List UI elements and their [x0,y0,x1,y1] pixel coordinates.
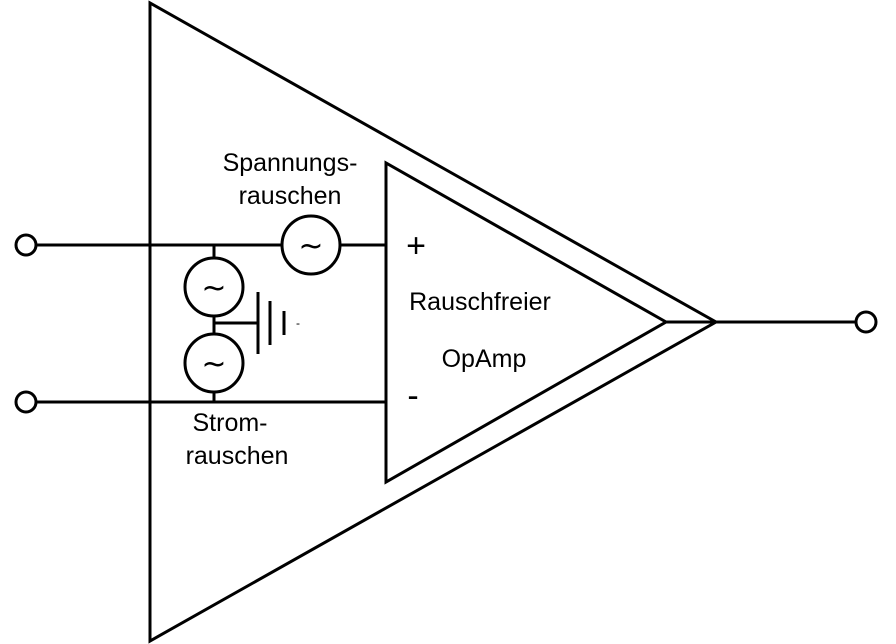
opamp-label-line1: Rauschfreier [409,288,551,316]
input-minus-terminal [14,390,38,414]
minus-sign: - [407,377,418,415]
opamp-label-line2: OpAmp [442,345,527,373]
output-terminal [854,310,878,334]
input-plus-terminal [14,233,38,257]
current-noise-label-line2: rauschen [186,442,289,470]
outer-amplifier-triangle [148,0,720,644]
ground-mark: - [296,316,300,330]
voltage-noise-label-line1: Spannungs- [223,149,358,177]
current-noise-symbol-upper: ~ [201,271,226,306]
voltage-noise-source [280,214,342,276]
plus-sign: + [406,227,426,265]
inner-opamp-triangle [384,160,670,485]
current-noise-label-line1: Strom- [193,409,268,437]
current-noise-symbol-lower: ~ [201,347,226,382]
voltage-noise-label-line2: rauschen [239,182,342,210]
voltage-noise-symbol: ~ [298,229,323,264]
